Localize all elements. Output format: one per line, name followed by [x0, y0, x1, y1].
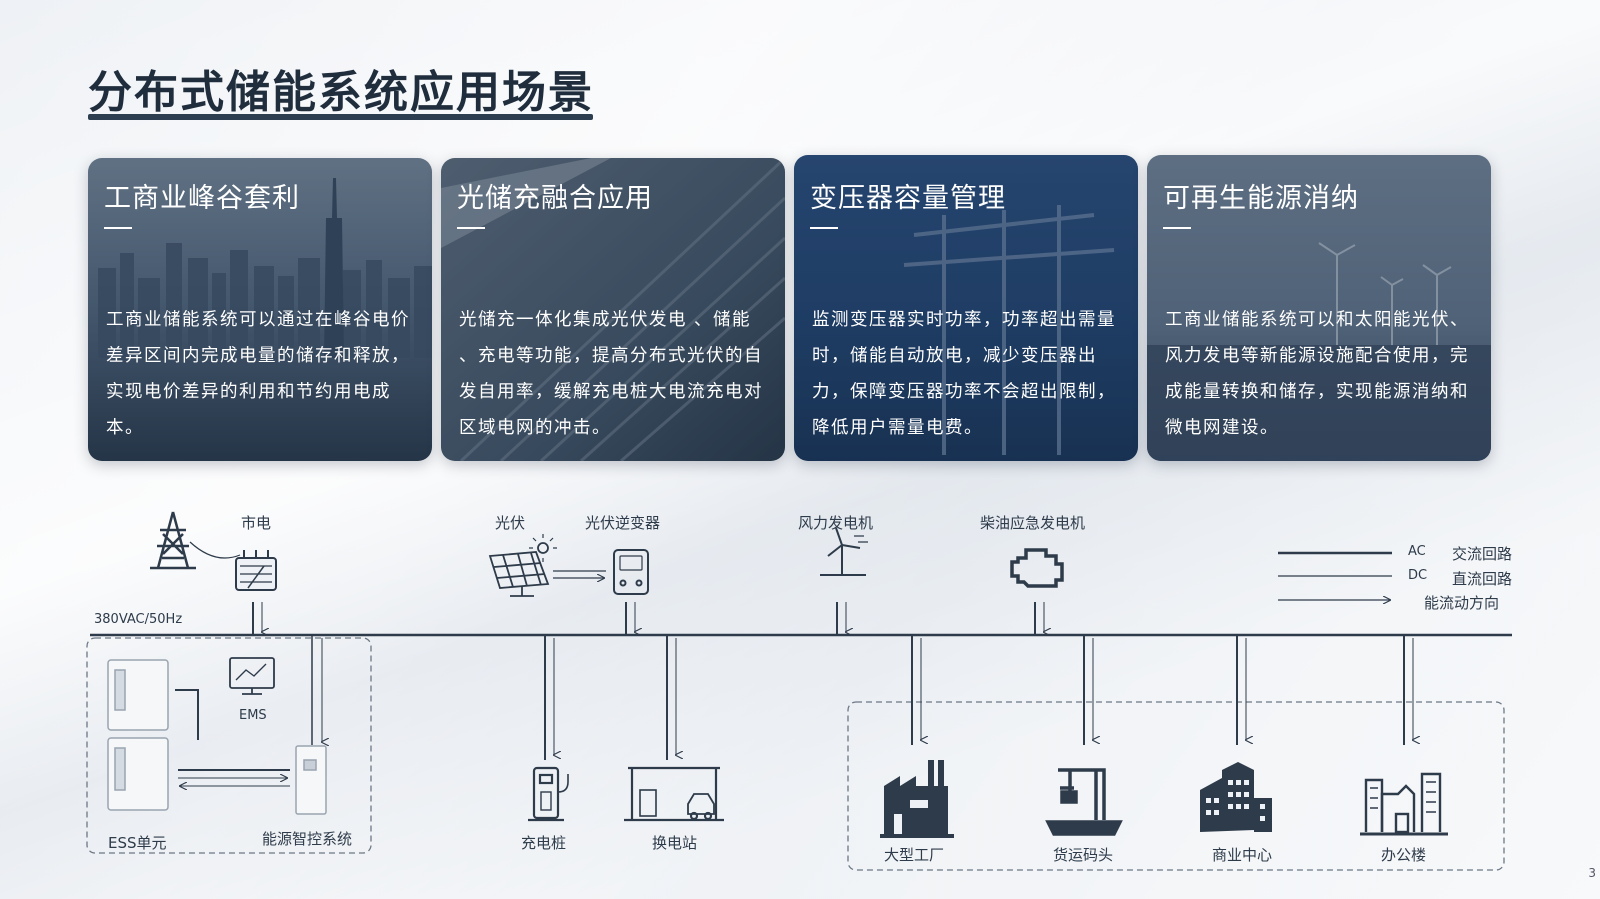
factory-icon: [880, 760, 954, 838]
page-title: 分布式储能系统应用场景: [88, 67, 594, 118]
diesel-engine-icon: [1010, 548, 1064, 588]
office-building-icon: [1360, 772, 1448, 836]
mall-label: 商业中心: [1212, 846, 1273, 864]
inverter-icon: [613, 549, 649, 595]
wind-label: 风力发电机: [798, 514, 874, 532]
factory-label: 大型工厂: [884, 846, 945, 864]
controller-cabinet-icon: [295, 745, 327, 815]
inverter-label: 光伏逆变器: [585, 514, 661, 532]
card-renewable[interactable]: 可再生能源消纳 工商业储能系统可以和太阳能光伏、风力发电等新能源设施配合使用，完…: [1147, 155, 1491, 461]
transformer-photo: [794, 155, 1138, 461]
diagram-lines: [86, 511, 1512, 871]
solar-panel-icon: [488, 534, 557, 597]
voltage-label: 380VAC/50Hz: [94, 612, 183, 627]
wind-farm-photo: [1147, 155, 1491, 461]
charger-label: 充电桩: [521, 834, 567, 852]
pv-label: 光伏: [495, 514, 526, 532]
ems-monitor-icon: [229, 657, 275, 695]
commercial-center-icon: [1200, 762, 1272, 832]
page-number: 3: [1588, 866, 1596, 880]
transformer-icon: [235, 550, 277, 591]
solar-carport-photo: [441, 158, 785, 461]
swap-station-icon: [624, 766, 724, 822]
card-peak-valley[interactable]: 工商业峰谷套利 工商业储能系统可以通过在峰谷电价差异区间内完成电量的储存和释放，…: [88, 158, 432, 461]
legend-ac-code: AC: [1408, 544, 1426, 559]
power-tower-icon: [150, 511, 196, 570]
card-solar-storage[interactable]: 光储充融合应用 光储充一体化集成光伏发电 、储能 、充电等功能，提高分布式光伏的…: [441, 158, 785, 461]
energy-control-label: 能源智控系统: [262, 830, 353, 848]
legend-dc-text: 直流回路: [1452, 570, 1513, 588]
legend-ac-text: 交流回路: [1452, 545, 1513, 563]
card-transformer[interactable]: 变压器容量管理 监测变压器实时功率，功率超出需量时，储能自动放电，减少变压器出力…: [794, 155, 1138, 461]
card-body: 工商业储能系统可以通过在峰谷电价差异区间内完成电量的储存和释放，实现电价差异的利…: [106, 310, 410, 438]
title-dash: [810, 227, 838, 229]
ess-label: ESS单元: [108, 834, 167, 852]
card-title: 工商业峰谷套利: [104, 183, 300, 214]
title-dash: [104, 227, 132, 229]
scenario-cards: 工商业峰谷套利 工商业储能系统可以通过在峰谷电价差异区间内完成电量的储存和释放，…: [88, 155, 1514, 461]
swap-station-label: 换电站: [652, 834, 698, 852]
ess-cabinet-icon: [107, 659, 169, 811]
title-dash: [1163, 227, 1191, 229]
card-body: 工商业储能系统可以和太阳能光伏、风力发电等新能源设施配合使用，完成能量转换和储存…: [1165, 310, 1469, 438]
grid-label: 市电: [241, 514, 272, 532]
card-title: 可再生能源消纳: [1163, 183, 1359, 214]
energy-flow-diagram: 市电 380VAC/50Hz 光伏 光伏逆变器 风力发电机 柴油应急发电机 EM…: [0, 470, 1600, 899]
card-body: 光储充一体化集成光伏发电 、储能 、充电等功能，提高分布式光伏的自发自用率，缓解…: [459, 310, 763, 438]
wind-turbine-icon: [820, 527, 868, 576]
ems-label: EMS: [239, 708, 267, 723]
title-underline: [88, 114, 593, 120]
city-skyline-photo: [88, 158, 432, 461]
cargo-port-icon: [1045, 768, 1123, 836]
legend-dc-code: DC: [1408, 568, 1428, 583]
port-label: 货运码头: [1053, 846, 1114, 864]
card-body: 监测变压器实时功率，功率超出需量时，储能自动放电，减少变压器出力，保障变压器功率…: [812, 310, 1116, 438]
card-title: 变压器容量管理: [810, 183, 1006, 214]
card-title: 光储充融合应用: [457, 183, 653, 214]
office-label: 办公楼: [1381, 846, 1427, 864]
title-dash: [457, 227, 485, 229]
charging-pile-icon: [528, 766, 569, 822]
legend-flow-text: 能流动方向: [1424, 594, 1500, 612]
diesel-label: 柴油应急发电机: [980, 514, 1086, 532]
